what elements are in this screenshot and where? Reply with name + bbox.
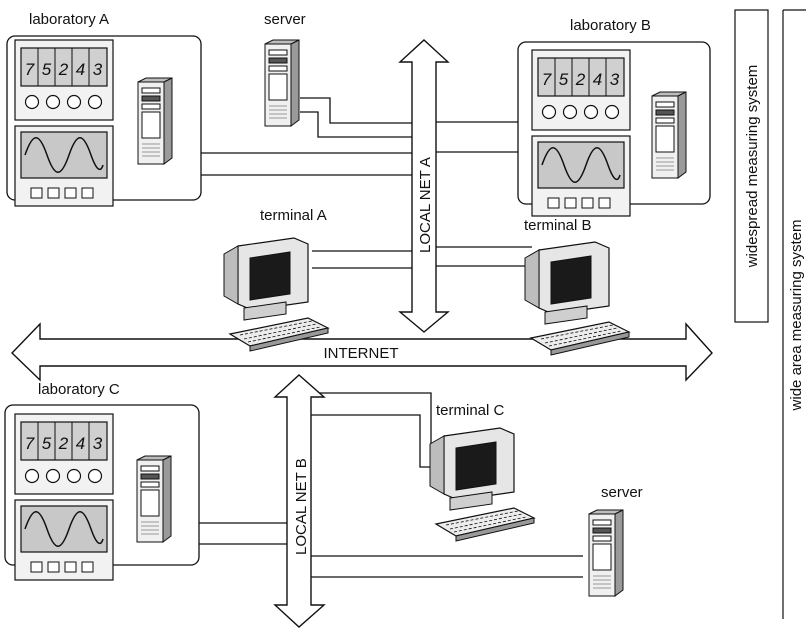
internet-label: INTERNET [324, 345, 399, 362]
instrument-icon: 7 5 2 4 3 [14, 413, 114, 581]
lab-computer-icon [651, 91, 687, 179]
display-digit: 2 [575, 70, 586, 89]
terminal-a: terminal A [223, 207, 329, 352]
laboratory-c: laboratory C 7 5 2 4 3 [4, 381, 200, 581]
instrument-icon: 7 5 2 4 3 [531, 49, 631, 217]
local-net-b-arrow [273, 374, 326, 628]
display-digit: 2 [58, 60, 69, 79]
server-bottom-label: server [601, 484, 643, 501]
local-net-a-arrow [398, 39, 450, 333]
server-bottom: server [588, 484, 643, 597]
display-digit: 3 [93, 60, 103, 79]
display-digit: 5 [42, 434, 52, 453]
terminal-icon [223, 237, 329, 352]
terminal-icon [524, 241, 630, 356]
internet-arrow [11, 322, 713, 382]
laboratory-c-label: laboratory C [38, 381, 120, 398]
laboratory-a-label: laboratory A [29, 11, 109, 28]
display-digit: 7 [25, 60, 35, 79]
server-top: server [264, 11, 306, 127]
display-digit: 4 [76, 434, 85, 453]
display-digit: 4 [593, 70, 602, 89]
server-icon [264, 39, 300, 127]
local-net-b-label: LOCAL NET B [293, 458, 310, 555]
server-top-label: server [264, 11, 306, 28]
display-digit: 4 [76, 60, 85, 79]
display-digit: 3 [93, 434, 103, 453]
laboratory-b: laboratory B 7 5 2 4 3 [517, 17, 711, 217]
server-icon [588, 509, 624, 597]
display-digit: 7 [25, 434, 35, 453]
laboratory-a: laboratory A 7 5 2 4 3 [6, 11, 202, 207]
lab-computer-icon [137, 77, 173, 165]
widespread-label: widespread measuring system [744, 65, 761, 269]
terminal-b: terminal B [524, 217, 630, 356]
terminal-b-label: terminal B [524, 217, 592, 234]
wide-area-system-bracket: wide area measuring system [782, 9, 806, 619]
terminal-c: terminal C [429, 402, 535, 542]
display-digit: 5 [42, 60, 52, 79]
widespread-system-box: widespread measuring system [734, 9, 769, 323]
terminal-icon [429, 427, 535, 542]
lab-computer-icon [136, 455, 172, 543]
laboratory-b-label: laboratory B [570, 17, 651, 34]
display-digit: 7 [542, 70, 552, 89]
display-digit: 3 [610, 70, 620, 89]
display-digit: 2 [58, 434, 69, 453]
local-net-a-label: LOCAL NET A [417, 157, 434, 253]
instrument-icon: 7 5 2 4 3 [14, 39, 114, 207]
display-digit: 5 [559, 70, 569, 89]
terminal-a-label: terminal A [260, 207, 327, 224]
wide-area-label: wide area measuring system [788, 220, 805, 412]
terminal-c-label: terminal C [436, 402, 505, 419]
